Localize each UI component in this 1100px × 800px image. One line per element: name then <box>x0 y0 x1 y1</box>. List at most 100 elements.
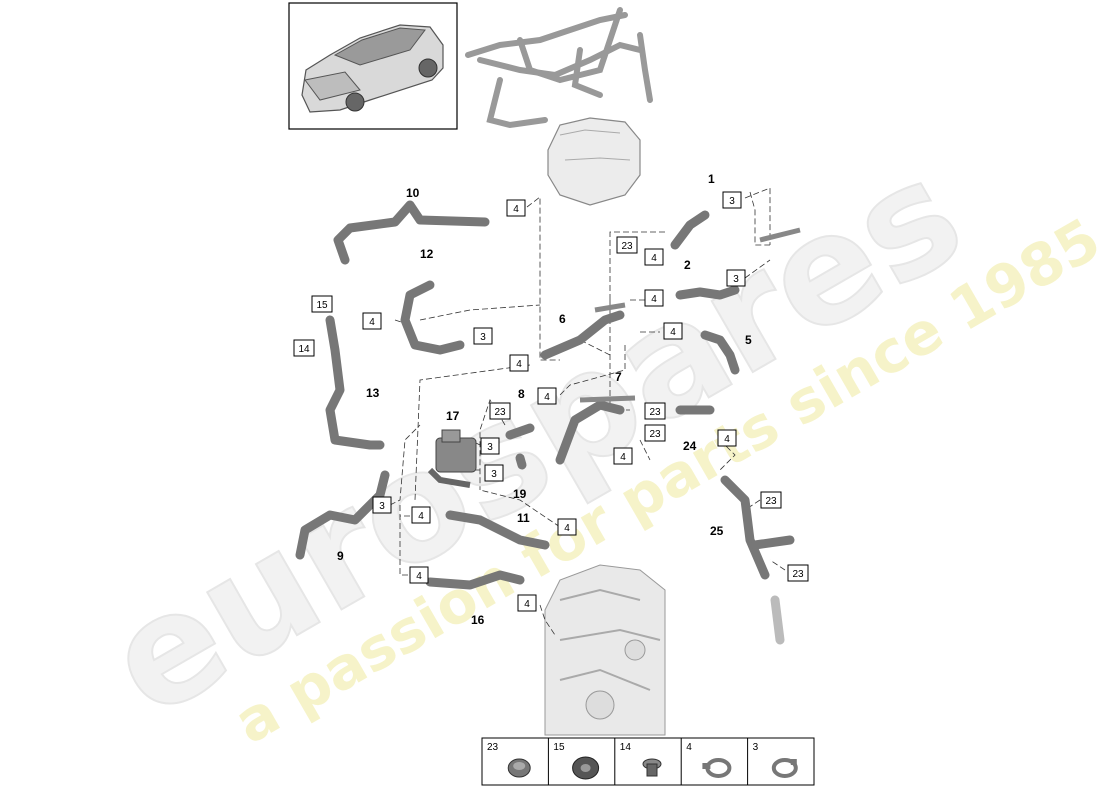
callout-13: 13 <box>366 386 380 400</box>
ref-box-frame <box>644 248 664 266</box>
hose-16 <box>425 570 525 590</box>
hose-6 <box>540 310 625 360</box>
ref-box-label: 4 <box>369 317 375 328</box>
engine-block <box>544 564 666 736</box>
ref-box-frame <box>787 564 809 582</box>
hose-19 <box>515 453 527 470</box>
callout-10: 10 <box>406 186 420 200</box>
callout-24: 24 <box>683 439 697 453</box>
ref-box-frame <box>760 491 782 509</box>
callout-2: 2 <box>684 258 691 272</box>
ref-box-label: 23 <box>494 407 506 418</box>
ref-box-label: 4 <box>564 523 570 534</box>
ref-box-label: 3 <box>491 469 497 480</box>
hose-13 <box>325 315 385 450</box>
hose-2 <box>675 285 740 300</box>
ref-box-label: 4 <box>620 452 626 463</box>
coolant-pump-17 <box>427 429 477 488</box>
ref-box: 14 <box>293 339 315 357</box>
ref-box: 23 <box>787 564 809 582</box>
ref-box-frame <box>644 289 664 307</box>
ref-box-label: 4 <box>651 294 657 305</box>
ref-box-frame <box>616 236 638 254</box>
legend-label: 3 <box>753 742 759 753</box>
ref-box-frame <box>663 322 683 340</box>
legend-label: 4 <box>686 742 692 753</box>
ref-box: 4 <box>663 322 683 340</box>
hoses <box>295 200 795 645</box>
ref-box-label: 23 <box>792 569 804 580</box>
ref-box: 23 <box>616 236 638 254</box>
ref-box-label: 23 <box>649 407 661 418</box>
ref-box-frame <box>311 295 333 313</box>
ref-box: 4 <box>557 518 577 536</box>
ref-box-frame <box>362 312 382 330</box>
legend-label: 15 <box>553 742 565 753</box>
ref-box-label: 4 <box>651 253 657 264</box>
callout-16: 16 <box>471 613 485 627</box>
ref-box-label: 3 <box>729 196 735 207</box>
ref-box-frame <box>372 496 392 514</box>
callout-11: 11 <box>517 511 530 525</box>
ref-box: 3 <box>484 464 504 482</box>
ref-box-frame <box>644 424 666 442</box>
blind-plug-icon <box>507 758 531 778</box>
watermark-brand: eurospares <box>81 126 989 751</box>
ref-box: 4 <box>613 447 633 465</box>
ref-box: 23 <box>644 402 666 420</box>
legend-label: 23 <box>487 742 499 753</box>
vehicle-thumbnail <box>288 2 458 130</box>
hose-11 <box>445 510 550 550</box>
ref-box: 23 <box>644 424 666 442</box>
ref-box-label: 4 <box>524 599 530 610</box>
ref-box-label: 3 <box>487 442 493 453</box>
callout-6: 6 <box>559 312 566 326</box>
ref-box: 4 <box>517 594 537 612</box>
ref-box-frame <box>644 402 666 420</box>
ref-box: 3 <box>480 437 500 455</box>
overview-hose-assembly <box>465 7 653 129</box>
ref-box-label: 3 <box>480 332 486 343</box>
ref-box-frame <box>509 354 529 372</box>
ref-box-frame <box>537 387 557 405</box>
callout-17: 17 <box>446 409 460 423</box>
grommet-icon <box>572 756 600 780</box>
ref-box-label: 4 <box>544 392 550 403</box>
ref-box-label: 4 <box>724 434 730 445</box>
callout-1: 1 <box>708 172 715 186</box>
ref-box: 4 <box>411 506 431 524</box>
connector-pipes <box>579 227 801 403</box>
ref-box: 4 <box>644 248 664 266</box>
ref-box: 3 <box>473 327 493 345</box>
hose-clamp-icon <box>702 758 732 778</box>
ref-box: 4 <box>644 289 664 307</box>
hose-5 <box>700 330 740 375</box>
ref-box-frame <box>473 327 493 345</box>
ref-box: 4 <box>506 199 526 217</box>
ref-box-label: 4 <box>418 511 424 522</box>
ref-box: 4 <box>409 566 429 584</box>
ref-box-frame <box>480 437 500 455</box>
callout-12: 12 <box>420 247 434 261</box>
callout-5: 5 <box>745 333 752 347</box>
ref-box: 4 <box>717 429 737 447</box>
ref-box-label: 15 <box>316 300 328 311</box>
ref-box-frame <box>411 506 431 524</box>
hose-12 <box>400 280 465 355</box>
ref-box-frame <box>489 402 511 420</box>
leader-lines <box>389 187 786 636</box>
ref-box: 3 <box>372 496 392 514</box>
ref-box-label: 3 <box>379 501 385 512</box>
ref-box: 3 <box>722 191 742 209</box>
drain-hose <box>770 595 785 645</box>
ref-box-label: 3 <box>733 274 739 285</box>
ref-box: 4 <box>509 354 529 372</box>
ref-box: 23 <box>760 491 782 509</box>
callout-9: 9 <box>337 549 344 563</box>
ref-box-frame <box>517 594 537 612</box>
ref-box-frame <box>726 269 746 287</box>
ref-box-label: 4 <box>670 327 676 338</box>
